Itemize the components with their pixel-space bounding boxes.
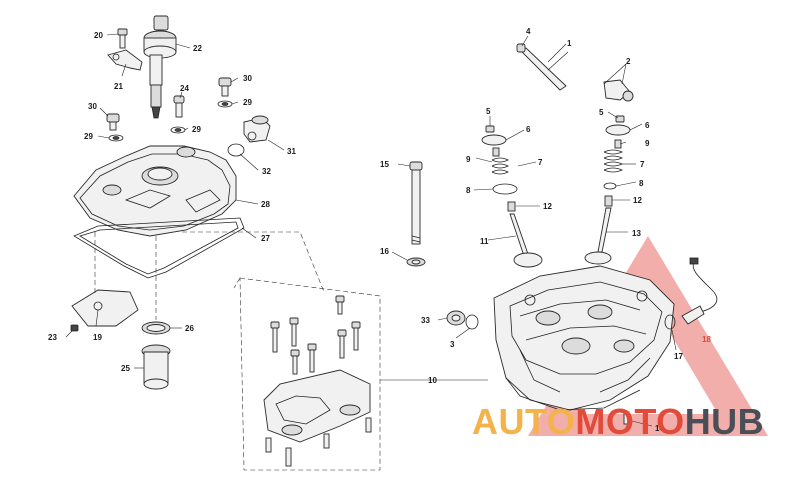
callout-29b: 29 xyxy=(192,125,201,134)
valve-assembly-exhaust xyxy=(481,125,543,268)
watermark-part-auto: AUTO xyxy=(472,401,576,442)
ignition-coil-assembly xyxy=(107,15,177,119)
temperature-sensor xyxy=(664,257,718,330)
callout-33: 33 xyxy=(421,316,430,325)
leader-lines xyxy=(65,33,677,427)
callout-5a: 5 xyxy=(486,107,491,116)
callout-25: 25 xyxy=(121,364,130,373)
callout-15: 15 xyxy=(380,160,389,169)
callout-17: 17 xyxy=(674,352,683,361)
callout-2: 2 xyxy=(626,57,631,66)
cover-plate xyxy=(70,289,139,332)
callout-30a: 30 xyxy=(88,102,97,111)
head-seals xyxy=(446,310,479,330)
callout-23: 23 xyxy=(48,333,57,342)
callout-30b: 30 xyxy=(243,74,252,83)
fasteners-upper xyxy=(106,77,233,142)
callout-9a: 9 xyxy=(466,155,471,164)
callout-27: 27 xyxy=(261,234,270,243)
callout-24: 24 xyxy=(180,84,189,93)
callout-14: 14 xyxy=(655,424,664,433)
callout-32: 32 xyxy=(262,167,271,176)
callout-6b: 6 xyxy=(645,121,650,130)
callout-1: 1 xyxy=(567,39,572,48)
callout-19: 19 xyxy=(93,333,102,342)
callout-7b: 7 xyxy=(640,160,645,169)
rocker-shaft xyxy=(516,43,634,102)
callout-11: 11 xyxy=(480,237,489,246)
callout-9b: 9 xyxy=(645,139,650,148)
callout-3: 3 xyxy=(450,340,455,349)
cylinder-head-cover xyxy=(73,145,237,237)
callout-29c: 29 xyxy=(243,98,252,107)
reference-lines xyxy=(94,231,325,320)
cover-gasket-inner xyxy=(79,221,239,275)
head-stud xyxy=(406,161,426,267)
callout-28: 28 xyxy=(261,200,270,209)
callout-31: 31 xyxy=(287,147,296,156)
callout-22: 22 xyxy=(193,44,202,53)
breather-fitting xyxy=(227,115,271,157)
callout-26: 26 xyxy=(185,324,194,333)
callout-8b: 8 xyxy=(639,179,644,188)
callout-12a: 12 xyxy=(543,202,552,211)
callout-8a: 8 xyxy=(466,186,471,195)
callout-7a: 7 xyxy=(538,158,543,167)
watermark-logo: AUTOMOTOHUB xyxy=(472,402,764,442)
valve-assembly-intake xyxy=(584,115,631,265)
callout-6a: 6 xyxy=(526,125,531,134)
seal-and-sleeve xyxy=(141,321,171,390)
cylinder-head xyxy=(493,265,675,411)
callout-5b: 5 xyxy=(599,108,604,117)
callout-16: 16 xyxy=(380,247,389,256)
callout-20: 20 xyxy=(94,31,103,40)
callout-10: 10 xyxy=(428,376,437,385)
callout-29a: 29 xyxy=(84,132,93,141)
watermark-part-moto: MOTO xyxy=(575,401,685,442)
callout-21: 21 xyxy=(114,82,123,91)
callout-12b: 12 xyxy=(633,196,642,205)
head-plug xyxy=(623,411,630,425)
callout-13: 13 xyxy=(632,229,641,238)
cover-gasket xyxy=(73,217,245,279)
watermark-part-hub: HUB xyxy=(684,401,765,442)
callout-4: 4 xyxy=(526,27,531,36)
cam-carrier-detail xyxy=(233,277,488,471)
callout-18: 18 xyxy=(702,335,711,344)
